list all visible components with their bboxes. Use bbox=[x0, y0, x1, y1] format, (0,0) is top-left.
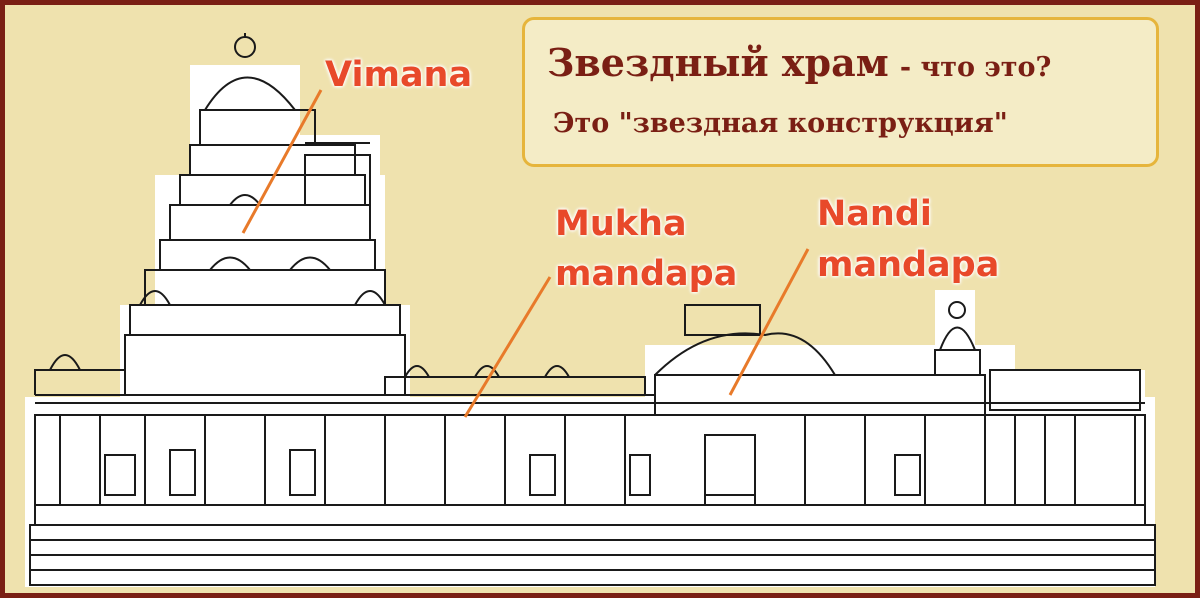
mukha-mandapa-label-line2: mandapa bbox=[555, 250, 737, 298]
nandi-mandapa-label-line1: Nandi bbox=[817, 190, 932, 238]
page-title: Звездный храм - что это? bbox=[547, 40, 1051, 85]
mukha-mandapa-label-line1: Mukha bbox=[555, 200, 687, 248]
title-box: Звездный храм - что это? Это "звездная к… bbox=[522, 17, 1159, 167]
page-subtitle: Это "звездная конструкция" bbox=[553, 108, 1008, 139]
nandi-mandapa-label-line2: mandapa bbox=[817, 241, 999, 289]
title-suffix-text: - что это? bbox=[900, 52, 1052, 83]
title-main-text: Звездный храм bbox=[547, 40, 889, 85]
vimana-label: Vimana bbox=[325, 51, 472, 99]
